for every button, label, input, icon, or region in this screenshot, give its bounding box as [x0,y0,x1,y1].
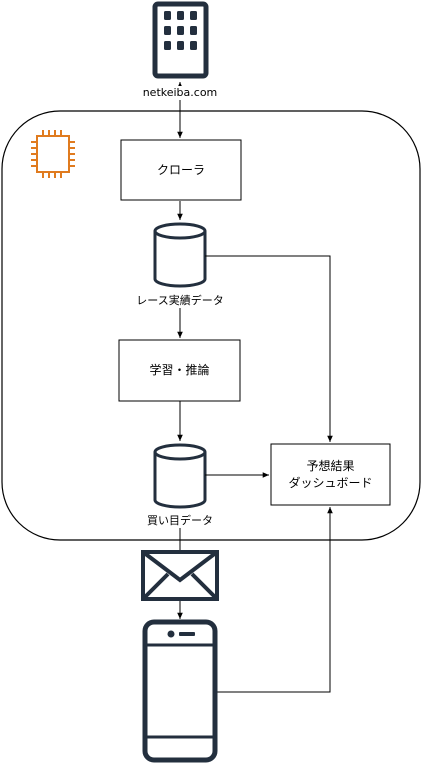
learning-label: 学習・推論 [149,363,210,378]
learning-box [118,339,241,402]
dashboard-label: 予想結果 ダッシュボード [288,459,373,490]
crawler-label: クローラ [156,162,205,177]
ec2-instance-icon [31,130,75,178]
betting-data-label: 買い目データ [120,514,240,528]
race-data-label: レース実績データ [110,294,250,308]
mail-envelope-icon [141,550,219,601]
race-data-cylinder [153,222,207,288]
dashboard-box [270,443,391,506]
mobile-phone-icon [142,619,218,763]
connectors [177,82,333,693]
website-label: netkeiba.com [130,86,230,100]
betting-data-cylinder [153,443,207,509]
crawler-box [120,139,242,201]
server-boundary [1,110,421,541]
office-building-icon [152,1,209,79]
